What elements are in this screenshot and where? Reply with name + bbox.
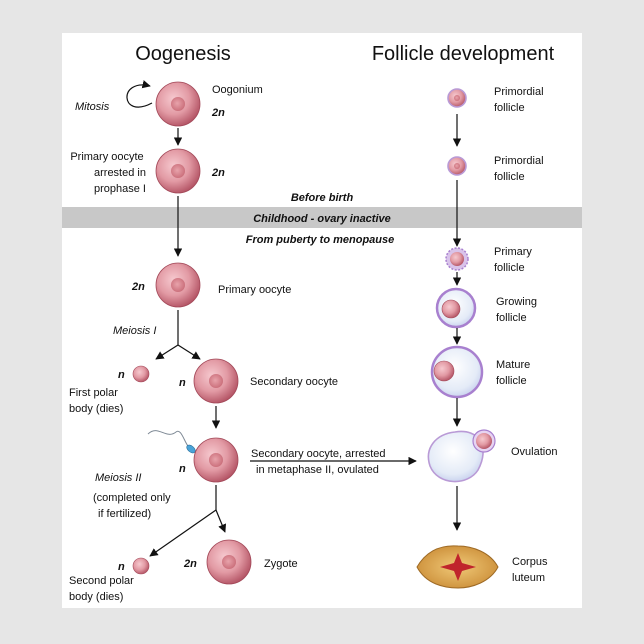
arrow-to-first-polar [155, 344, 179, 360]
corpus-luteum [416, 545, 499, 589]
first-polar-ploidy: n [118, 369, 125, 381]
zygote-label: Zygote [264, 558, 298, 570]
primordial-1-label-b: follicle [494, 102, 525, 114]
mitosis-loop-arrow [126, 80, 153, 108]
second-polar-ploidy: n [118, 561, 125, 573]
arrested-note-1: Secondary oocyte, arrested [251, 448, 386, 460]
primary-oocyte-ploidy: 2n [131, 281, 145, 293]
arrow-to-secondary [177, 344, 201, 360]
mitosis-label: Mitosis [75, 101, 110, 113]
primary-oocyte-arrested-cell [155, 148, 201, 194]
secondary-oocyte-cell [193, 358, 239, 404]
primary-arrested-label-1: Primary oocyte [70, 151, 143, 163]
growing-follicle [435, 287, 477, 329]
zygote-cell [206, 539, 252, 585]
before-birth-label: Before birth [291, 192, 354, 204]
primary-arrested-label-3: prophase I [94, 183, 146, 195]
primary-oocyte-label: Primary oocyte [218, 284, 291, 296]
corpus-label-b: luteum [512, 572, 545, 584]
oogonium-ploidy: 2n [211, 107, 225, 119]
primordial-1-label-a: Primordial [494, 86, 544, 98]
puberty-label: From puberty to menopause [246, 234, 395, 246]
childhood-band [62, 207, 582, 228]
primary-follicle [445, 247, 469, 271]
meiosis1-label: Meiosis I [113, 325, 156, 337]
zygote-ploidy: 2n [183, 558, 197, 570]
meiosis2-note-1: (completed only [93, 492, 171, 504]
mature-follicle [430, 345, 484, 399]
fert-ploidy: n [179, 463, 186, 475]
second-polar-label-2: body (dies) [69, 591, 123, 603]
primary-follicle-label-a: Primary [494, 246, 532, 258]
primary-oocyte-cell [155, 262, 201, 308]
corpus-label-a: Corpus [512, 556, 548, 568]
sperm-icon [147, 430, 196, 454]
first-polar-body-cell [132, 365, 150, 383]
meiosis2-label: Meiosis II [95, 472, 141, 484]
poster-paper [62, 33, 582, 608]
ovulation-label: Ovulation [511, 446, 557, 458]
mature-follicle-label-a: Mature [496, 359, 530, 371]
oogenesis-title: Oogenesis [135, 43, 231, 65]
primordial-2-label-b: follicle [494, 171, 525, 183]
second-polar-label-1: Second polar [69, 575, 134, 587]
secondary-oocyte-label: Secondary oocyte [250, 376, 338, 388]
arrow-to-zygote [215, 509, 227, 533]
growing-follicle-label-a: Growing [496, 296, 537, 308]
primary-follicle-label-b: follicle [494, 262, 525, 274]
first-polar-label-2: body (dies) [69, 403, 123, 415]
childhood-label: Childhood - ovary inactive [253, 213, 391, 225]
primary-arrested-label-2: arrested in [94, 167, 146, 179]
ovulation-follicle [427, 429, 496, 483]
growing-follicle-label-b: follicle [496, 312, 527, 324]
primary-arrested-ploidy: 2n [211, 167, 225, 179]
primordial-follicle-1 [447, 88, 467, 108]
meiosis2-note-2: if fertilized) [98, 508, 151, 520]
second-polar-body-cell [132, 557, 150, 575]
arrow-to-second-polar [149, 509, 217, 557]
first-polar-label-1: First polar [69, 387, 118, 399]
mature-follicle-label-b: follicle [496, 375, 527, 387]
secondary-oocyte-ploidy: n [179, 377, 186, 389]
primordial-2-label-a: Primordial [494, 155, 544, 167]
primordial-follicle-2 [447, 156, 467, 176]
fertilized-oocyte-cell [193, 437, 239, 483]
oogonium-label: Oogonium [212, 84, 263, 96]
arrested-note-2: in metaphase II, ovulated [256, 464, 379, 476]
follicle-title: Follicle development [372, 43, 555, 65]
oogonium-cell [155, 81, 201, 127]
